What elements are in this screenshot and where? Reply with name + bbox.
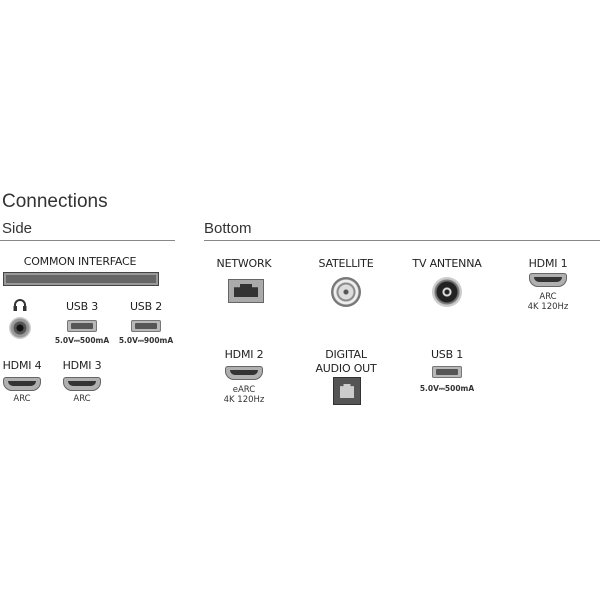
usb2-port-icon <box>131 320 161 332</box>
tv-antenna-port-icon <box>432 277 462 307</box>
hdmi4-label: HDMI 4 <box>2 359 42 372</box>
digital-audio-label-line1: DIGITAL <box>325 348 367 361</box>
hdmi1-label: HDMI 1 <box>528 257 568 270</box>
common-interface-slot-icon <box>3 272 159 286</box>
hdmi3-port-icon <box>63 377 101 391</box>
ethernet-port-icon <box>228 279 264 303</box>
hdmi2-label: HDMI 2 <box>224 348 264 361</box>
headphone-jack-icon <box>9 317 31 339</box>
usb3-spec: 5.0V⎓500mA <box>54 336 110 345</box>
hdmi4-note: ARC <box>13 394 31 404</box>
hdmi1-note-arc: ARC <box>539 292 557 302</box>
usb1-label: USB 1 <box>430 348 464 361</box>
page-title: Connections <box>2 191 108 212</box>
satellite-label: SATELLITE <box>318 257 374 270</box>
usb2-label: USB 2 <box>129 300 163 313</box>
hdmi3-label: HDMI 3 <box>62 359 102 372</box>
optical-audio-port-icon <box>333 377 361 405</box>
network-label: NETWORK <box>216 257 272 270</box>
hdmi4-port-icon <box>3 377 41 391</box>
tv-antenna-label: TV ANTENNA <box>412 257 482 270</box>
usb1-port-icon <box>432 366 462 378</box>
satellite-port-icon <box>331 277 361 307</box>
headphone-icon <box>12 297 28 311</box>
digital-audio-label-line2: AUDIO OUT <box>315 362 377 375</box>
hdmi2-note-4k: 4K 120Hz <box>223 395 265 405</box>
usb3-label: USB 3 <box>65 300 99 313</box>
usb3-port-icon <box>67 320 97 332</box>
hdmi2-note-earc: eARC <box>232 385 256 395</box>
hdmi2-port-icon <box>225 366 263 380</box>
hdmi1-port-icon <box>529 273 567 287</box>
hdmi3-note: ARC <box>73 394 91 404</box>
bottom-divider <box>204 240 600 241</box>
usb2-spec: 5.0V⎓900mA <box>118 336 174 345</box>
common-interface-label: COMMON INTERFACE <box>23 255 137 268</box>
side-divider <box>0 240 175 241</box>
side-heading: Side <box>2 220 33 237</box>
hdmi1-note-4k: 4K 120Hz <box>527 302 569 312</box>
usb1-spec: 5.0V⎓500mA <box>419 384 475 393</box>
bottom-heading: Bottom <box>204 220 252 237</box>
